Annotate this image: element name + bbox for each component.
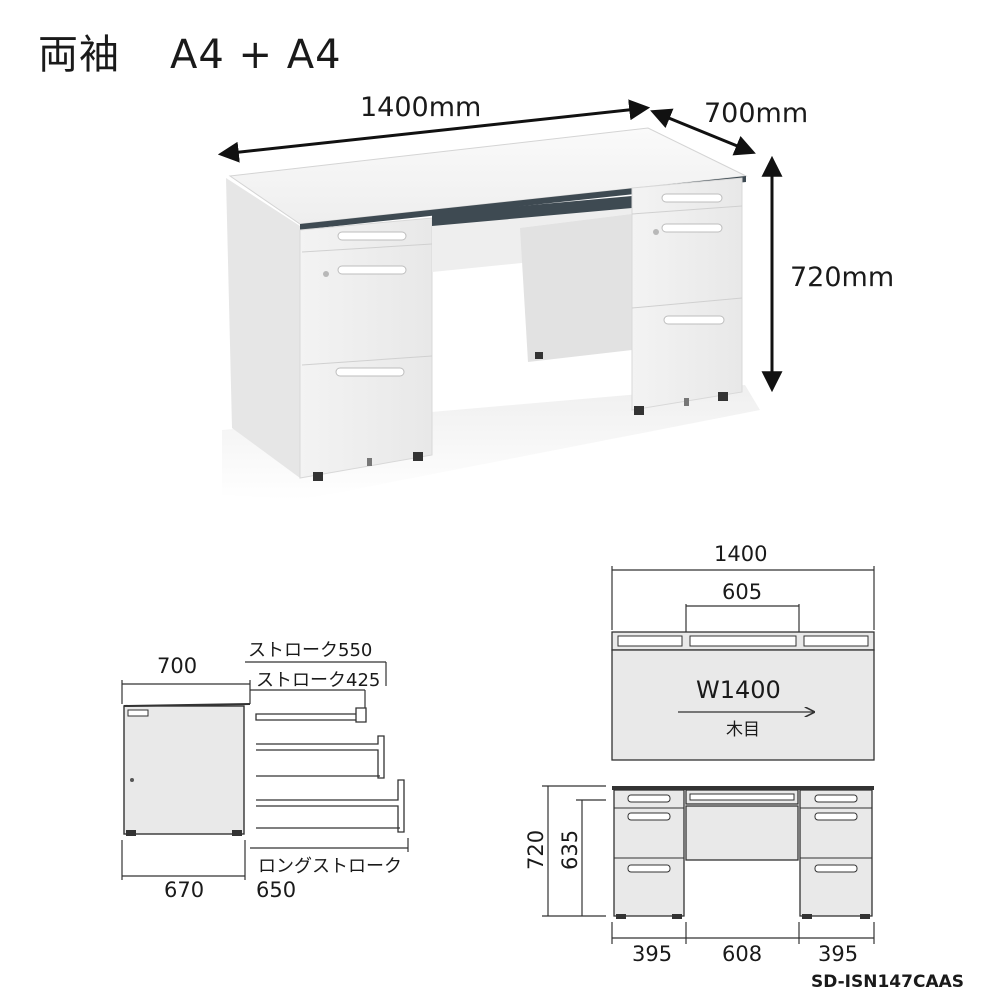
long-stroke-value: 650 xyxy=(256,878,297,902)
side-view-drawing xyxy=(121,661,409,880)
long-stroke-label: ロングストローク xyxy=(258,856,402,877)
top-opening-label: 605 xyxy=(722,580,763,604)
top-width-label: 1400 xyxy=(714,542,768,566)
stroke-425-label: ストローク425 xyxy=(256,670,381,691)
front-view-drawing xyxy=(542,785,875,944)
width-arrow xyxy=(217,99,651,163)
page-title: 両袖 A4 + A4 xyxy=(38,22,342,80)
side-depth-top: 700 xyxy=(157,654,198,678)
handle-icon xyxy=(337,265,407,275)
front-knee-width: 608 xyxy=(722,942,763,966)
lock-icon xyxy=(323,271,329,277)
front-right-width: 395 xyxy=(818,942,859,966)
title-type: 両袖 xyxy=(38,32,120,78)
photo-depth-label: 700mm xyxy=(704,98,809,129)
top-view-surface xyxy=(611,649,875,761)
photo-width-label: 1400mm xyxy=(360,92,482,123)
front-height-inner: 635 xyxy=(558,829,582,870)
depth-arrow xyxy=(650,108,756,156)
drawer-extended-long xyxy=(256,779,405,833)
title-size: A4 + A4 xyxy=(170,32,342,78)
desk-illustration xyxy=(217,99,783,500)
lock-icon xyxy=(653,229,659,235)
left-pedestal-front xyxy=(299,217,433,479)
handle-icon xyxy=(335,367,405,377)
drawer-extended-upper xyxy=(255,713,363,721)
handle-icon xyxy=(663,315,725,325)
surface-material-label: 木目 xyxy=(726,720,760,740)
front-modesty-panel xyxy=(685,805,799,861)
surface-code-label: W1400 xyxy=(696,676,781,704)
photo-height-label: 720mm xyxy=(790,262,895,293)
top-view-drawing xyxy=(611,566,875,761)
left-side-panel xyxy=(226,178,300,478)
front-left-width: 395 xyxy=(632,942,673,966)
front-height-total: 720 xyxy=(524,829,548,870)
handle-icon xyxy=(661,193,723,203)
right-pedestal-front xyxy=(631,177,743,411)
front-right-pedestal xyxy=(799,789,873,917)
center-drawer xyxy=(432,196,632,226)
side-cabinet xyxy=(123,705,245,835)
front-left-pedestal xyxy=(613,789,685,917)
side-depth-bottom: 670 xyxy=(164,878,205,902)
drawer-extended-mid xyxy=(256,735,385,779)
handle-icon xyxy=(337,231,407,241)
stroke-550-label: ストローク550 xyxy=(248,640,373,661)
model-code: SD-ISN147CAAS xyxy=(810,972,964,992)
handle-icon xyxy=(661,223,723,233)
floor-shadow xyxy=(222,385,760,500)
